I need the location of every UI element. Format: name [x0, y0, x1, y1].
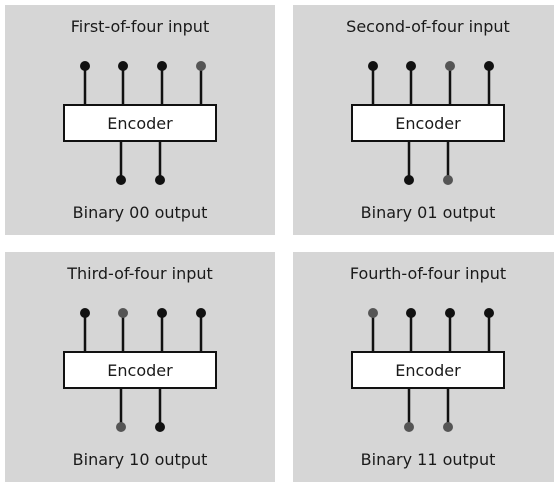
- input-terminal-4: [484, 308, 494, 318]
- input-terminal-2: [406, 308, 416, 318]
- panel-wires: [80, 61, 206, 185]
- encoder-box: Encoder: [63, 104, 217, 142]
- input-terminal-2: [118, 61, 128, 71]
- panel-title: Second-of-four input: [346, 17, 510, 36]
- encoder-box: Encoder: [351, 351, 505, 389]
- output-terminal-1: [116, 422, 126, 432]
- encoder-box: Encoder: [351, 104, 505, 142]
- input-terminal-1: [368, 308, 378, 318]
- input-terminal-4: [196, 61, 206, 71]
- panel-wires: [368, 61, 494, 185]
- input-terminal-4: [484, 61, 494, 71]
- input-terminal-1: [368, 61, 378, 71]
- panel-title: First-of-four input: [70, 17, 210, 36]
- output-terminal-2: [443, 175, 453, 185]
- output-label: Binary 01 output: [360, 203, 496, 222]
- input-terminal-3: [445, 308, 455, 318]
- input-terminal-3: [445, 61, 455, 71]
- output-terminal-1: [116, 175, 126, 185]
- input-terminal-3: [157, 308, 167, 318]
- panel-title: Fourth-of-four input: [349, 264, 507, 283]
- output-label: Binary 00 output: [72, 203, 208, 222]
- output-label: Binary 11 output: [360, 450, 496, 469]
- panel-title: Third-of-four input: [67, 264, 213, 283]
- panel-fourth-of-four: Fourth-of-four input Encoder Binary 11 o…: [293, 252, 554, 482]
- output-terminal-2: [155, 175, 165, 185]
- input-terminal-2: [406, 61, 416, 71]
- input-terminal-1: [80, 308, 90, 318]
- output-terminal-2: [155, 422, 165, 432]
- encoder-box: Encoder: [63, 351, 217, 389]
- panel-third-of-four: Third-of-four input Encoder Binary 10 ou…: [5, 252, 275, 482]
- panel-second-of-four: Second-of-four input Encoder Binary 01 o…: [293, 5, 554, 235]
- output-label: Binary 10 output: [72, 450, 208, 469]
- panel-wires: [80, 308, 206, 432]
- input-terminal-3: [157, 61, 167, 71]
- output-terminal-1: [404, 175, 414, 185]
- output-terminal-2: [443, 422, 453, 432]
- output-terminal-1: [404, 422, 414, 432]
- panel-wires: [368, 308, 494, 432]
- panel-first-of-four: First-of-four input Encoder Binary 00 ou…: [5, 5, 275, 235]
- input-terminal-1: [80, 61, 90, 71]
- input-terminal-4: [196, 308, 206, 318]
- input-terminal-2: [118, 308, 128, 318]
